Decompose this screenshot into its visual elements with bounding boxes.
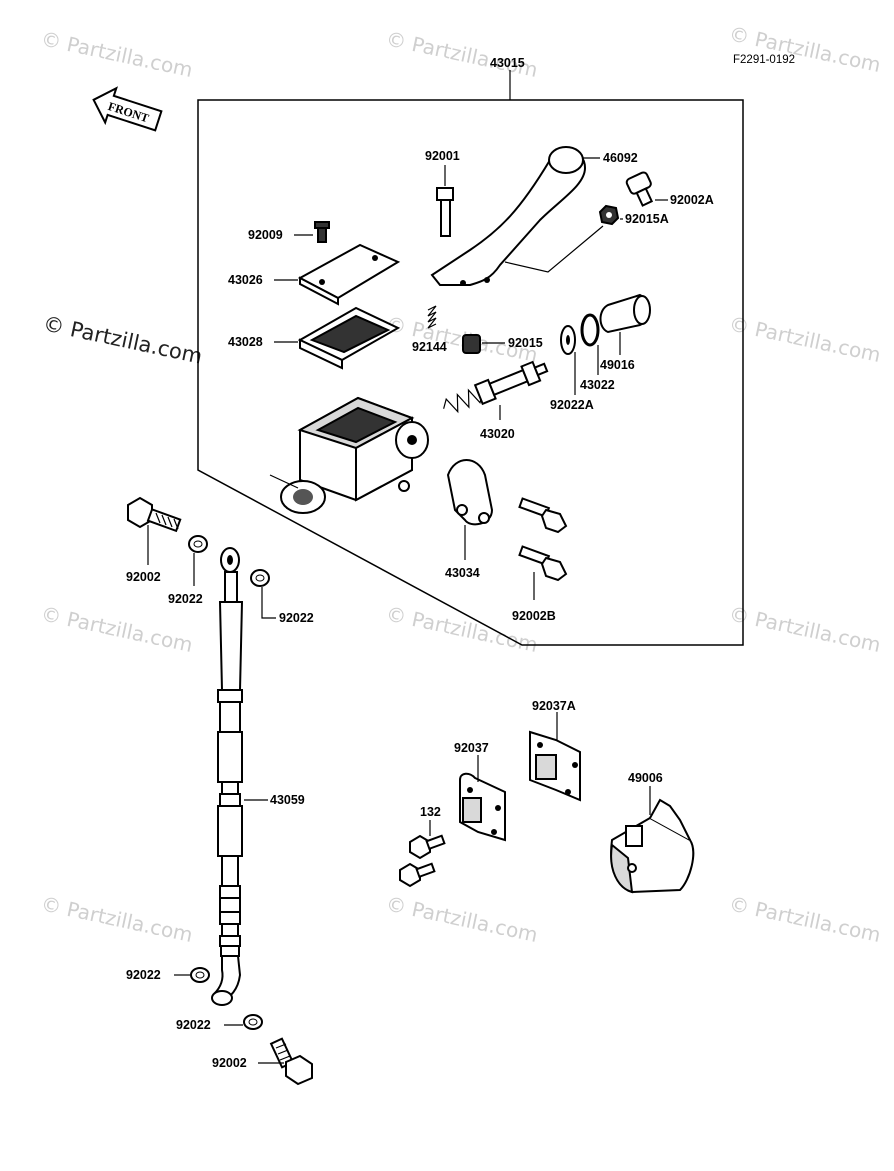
part-label-92002B: 92002B <box>512 609 556 623</box>
nut-92015A <box>598 204 620 226</box>
boot-49016 <box>599 293 651 334</box>
part-label-49016: 49016 <box>600 358 635 372</box>
part-label-92002A: 92002A <box>670 193 714 207</box>
part-label-132: 132 <box>420 805 441 819</box>
part-label-43059: 43059 <box>270 793 305 807</box>
bracket-92037 <box>459 772 506 842</box>
part-label-92022-c: 92022 <box>126 968 161 982</box>
watermark: © Partzilla.com <box>39 891 195 947</box>
part-label-43020: 43020 <box>480 427 515 441</box>
part-label-92022A: 92022A <box>550 398 594 412</box>
front-arrow-icon: FRONT <box>92 86 163 132</box>
bolt-132-upper <box>409 834 446 860</box>
spring-92144 <box>427 305 437 329</box>
part-label-43022: 43022 <box>580 378 615 392</box>
washer-92022-c <box>190 967 210 983</box>
part-label-43034: 43034 <box>445 566 480 580</box>
part-label-92037A: 92037A <box>532 699 576 713</box>
watermark: © Partzilla.com <box>39 601 195 657</box>
bolt-92002A <box>625 171 654 207</box>
assembly-outline <box>197 99 744 646</box>
part-label-43028: 43028 <box>228 335 263 349</box>
part-label-92002-bottom: 92002 <box>212 1056 247 1070</box>
clamp-43034 <box>446 459 494 526</box>
bolt-132-lower <box>399 862 436 888</box>
part-label-92022-d: 92022 <box>176 1018 211 1032</box>
washer-92022-d <box>243 1014 263 1030</box>
watermark: © Partzilla.com <box>384 26 540 82</box>
part-label-92015: 92015 <box>508 336 543 350</box>
part-label-43026: 43026 <box>228 273 263 287</box>
washer-92022-b <box>250 569 270 587</box>
part-label-49006: 49006 <box>628 771 663 785</box>
cover-49006 <box>610 798 695 894</box>
bracket-92037A <box>529 730 581 802</box>
cap-43026 <box>297 243 401 306</box>
banjo-bolt-92002-bottom <box>269 1037 313 1086</box>
part-label-92015A: 92015A <box>625 212 669 226</box>
lever-46092 <box>430 146 587 286</box>
part-label-92022-b: 92022 <box>279 611 314 625</box>
bolt-clamp-upper <box>518 497 568 534</box>
washer-92022A <box>560 325 576 355</box>
brake-hose-43059 <box>211 547 244 1006</box>
part-label-92144: 92144 <box>412 340 447 354</box>
diagram-code: F2291-0192 <box>733 54 795 66</box>
part-label-92001: 92001 <box>425 149 460 163</box>
part-label-92002-top: 92002 <box>126 570 161 584</box>
watermark: © Partzilla.com <box>727 891 883 947</box>
piston-43020 <box>443 360 549 414</box>
bolt-92002B <box>518 545 568 582</box>
screw-92009 <box>314 221 330 243</box>
watermark-main: © Partzilla.com <box>41 311 205 368</box>
part-label-92037: 92037 <box>454 741 489 755</box>
watermark: © Partzilla.com <box>727 601 883 657</box>
watermark: © Partzilla.com <box>727 21 883 77</box>
watermark: © Partzilla.com <box>727 311 883 367</box>
circlip-43022 <box>580 313 600 347</box>
watermark: © Partzilla.com <box>384 891 540 947</box>
part-label-46092: 46092 <box>603 151 638 165</box>
diaphragm-43028 <box>297 306 401 370</box>
banjo-bolt-92002-top <box>127 496 182 533</box>
washer-92022-a <box>188 535 208 553</box>
part-label-92022-a: 92022 <box>168 592 203 606</box>
part-label-92009: 92009 <box>248 228 283 242</box>
master-cylinder-body <box>269 396 429 514</box>
nut-92015 <box>462 334 481 354</box>
watermark: © Partzilla.com <box>39 26 195 82</box>
part-label-43015: 43015 <box>490 56 525 70</box>
bolt-92001 <box>436 187 454 237</box>
